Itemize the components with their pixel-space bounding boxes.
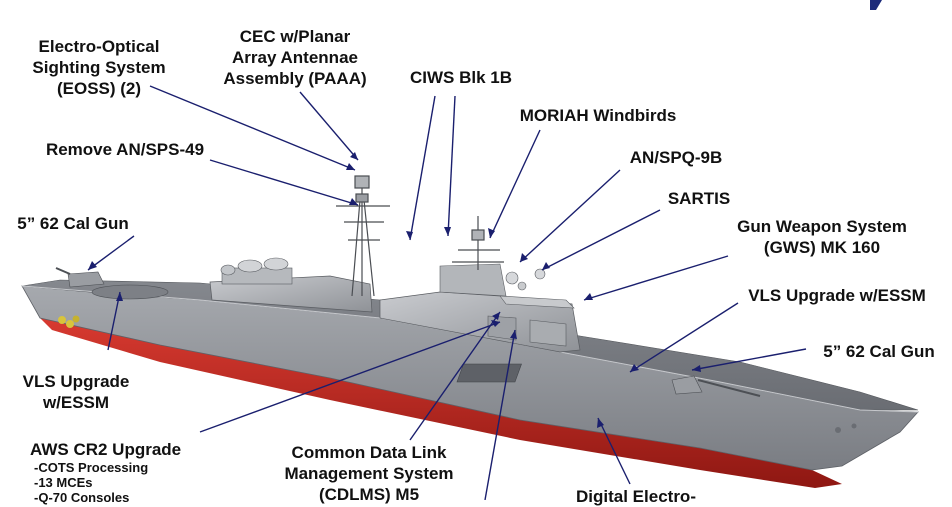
sartis-label: SARTIS — [667, 189, 731, 208]
aws-item: -Q-70 Consoles — [34, 490, 130, 505]
sps49-label: Remove AN/SPS-49 — [45, 140, 205, 159]
helo-deck — [91, 284, 169, 300]
leader-lines — [87, 85, 807, 500]
digital-label: Digital Electro- — [576, 487, 696, 506]
aft-gun-mount — [55, 267, 105, 288]
gun-forward-label: 5” 62 Cal Gun — [17, 214, 129, 233]
aws-item: -COTS Processing — [34, 460, 149, 475]
forward-vls — [456, 363, 522, 383]
aft-fittings — [58, 315, 80, 328]
aft-superstructure — [209, 275, 373, 313]
forward-mast — [452, 216, 504, 270]
spq9b-label: AN/SPQ-9B — [629, 148, 723, 167]
gun-aft-label: 5” 62 Cal Gun — [823, 342, 935, 361]
ciws-label: CIWS Blk 1B — [409, 68, 513, 87]
forward-radomes — [505, 268, 546, 291]
vls-right-label: VLS Upgrade w/ESSM — [748, 286, 926, 305]
aft-domes — [220, 257, 289, 276]
aws-items: -COTS Processing -13 MCEs -Q-70 Consoles — [34, 460, 204, 505]
hull-underwater — [40, 318, 842, 488]
gws-label: Gun Weapon System(GWS) MK 160 — [737, 217, 907, 257]
aws-label: AWS CR2 Upgrade — [30, 440, 182, 459]
corner-mark — [870, 0, 882, 10]
forward-gun-mount — [671, 375, 761, 397]
moriah-label: MORIAH Windbirds — [519, 106, 677, 125]
aws-item: -13 MCEs — [34, 475, 93, 490]
arrow-heads — [88, 152, 701, 428]
aft-mast — [336, 175, 390, 297]
